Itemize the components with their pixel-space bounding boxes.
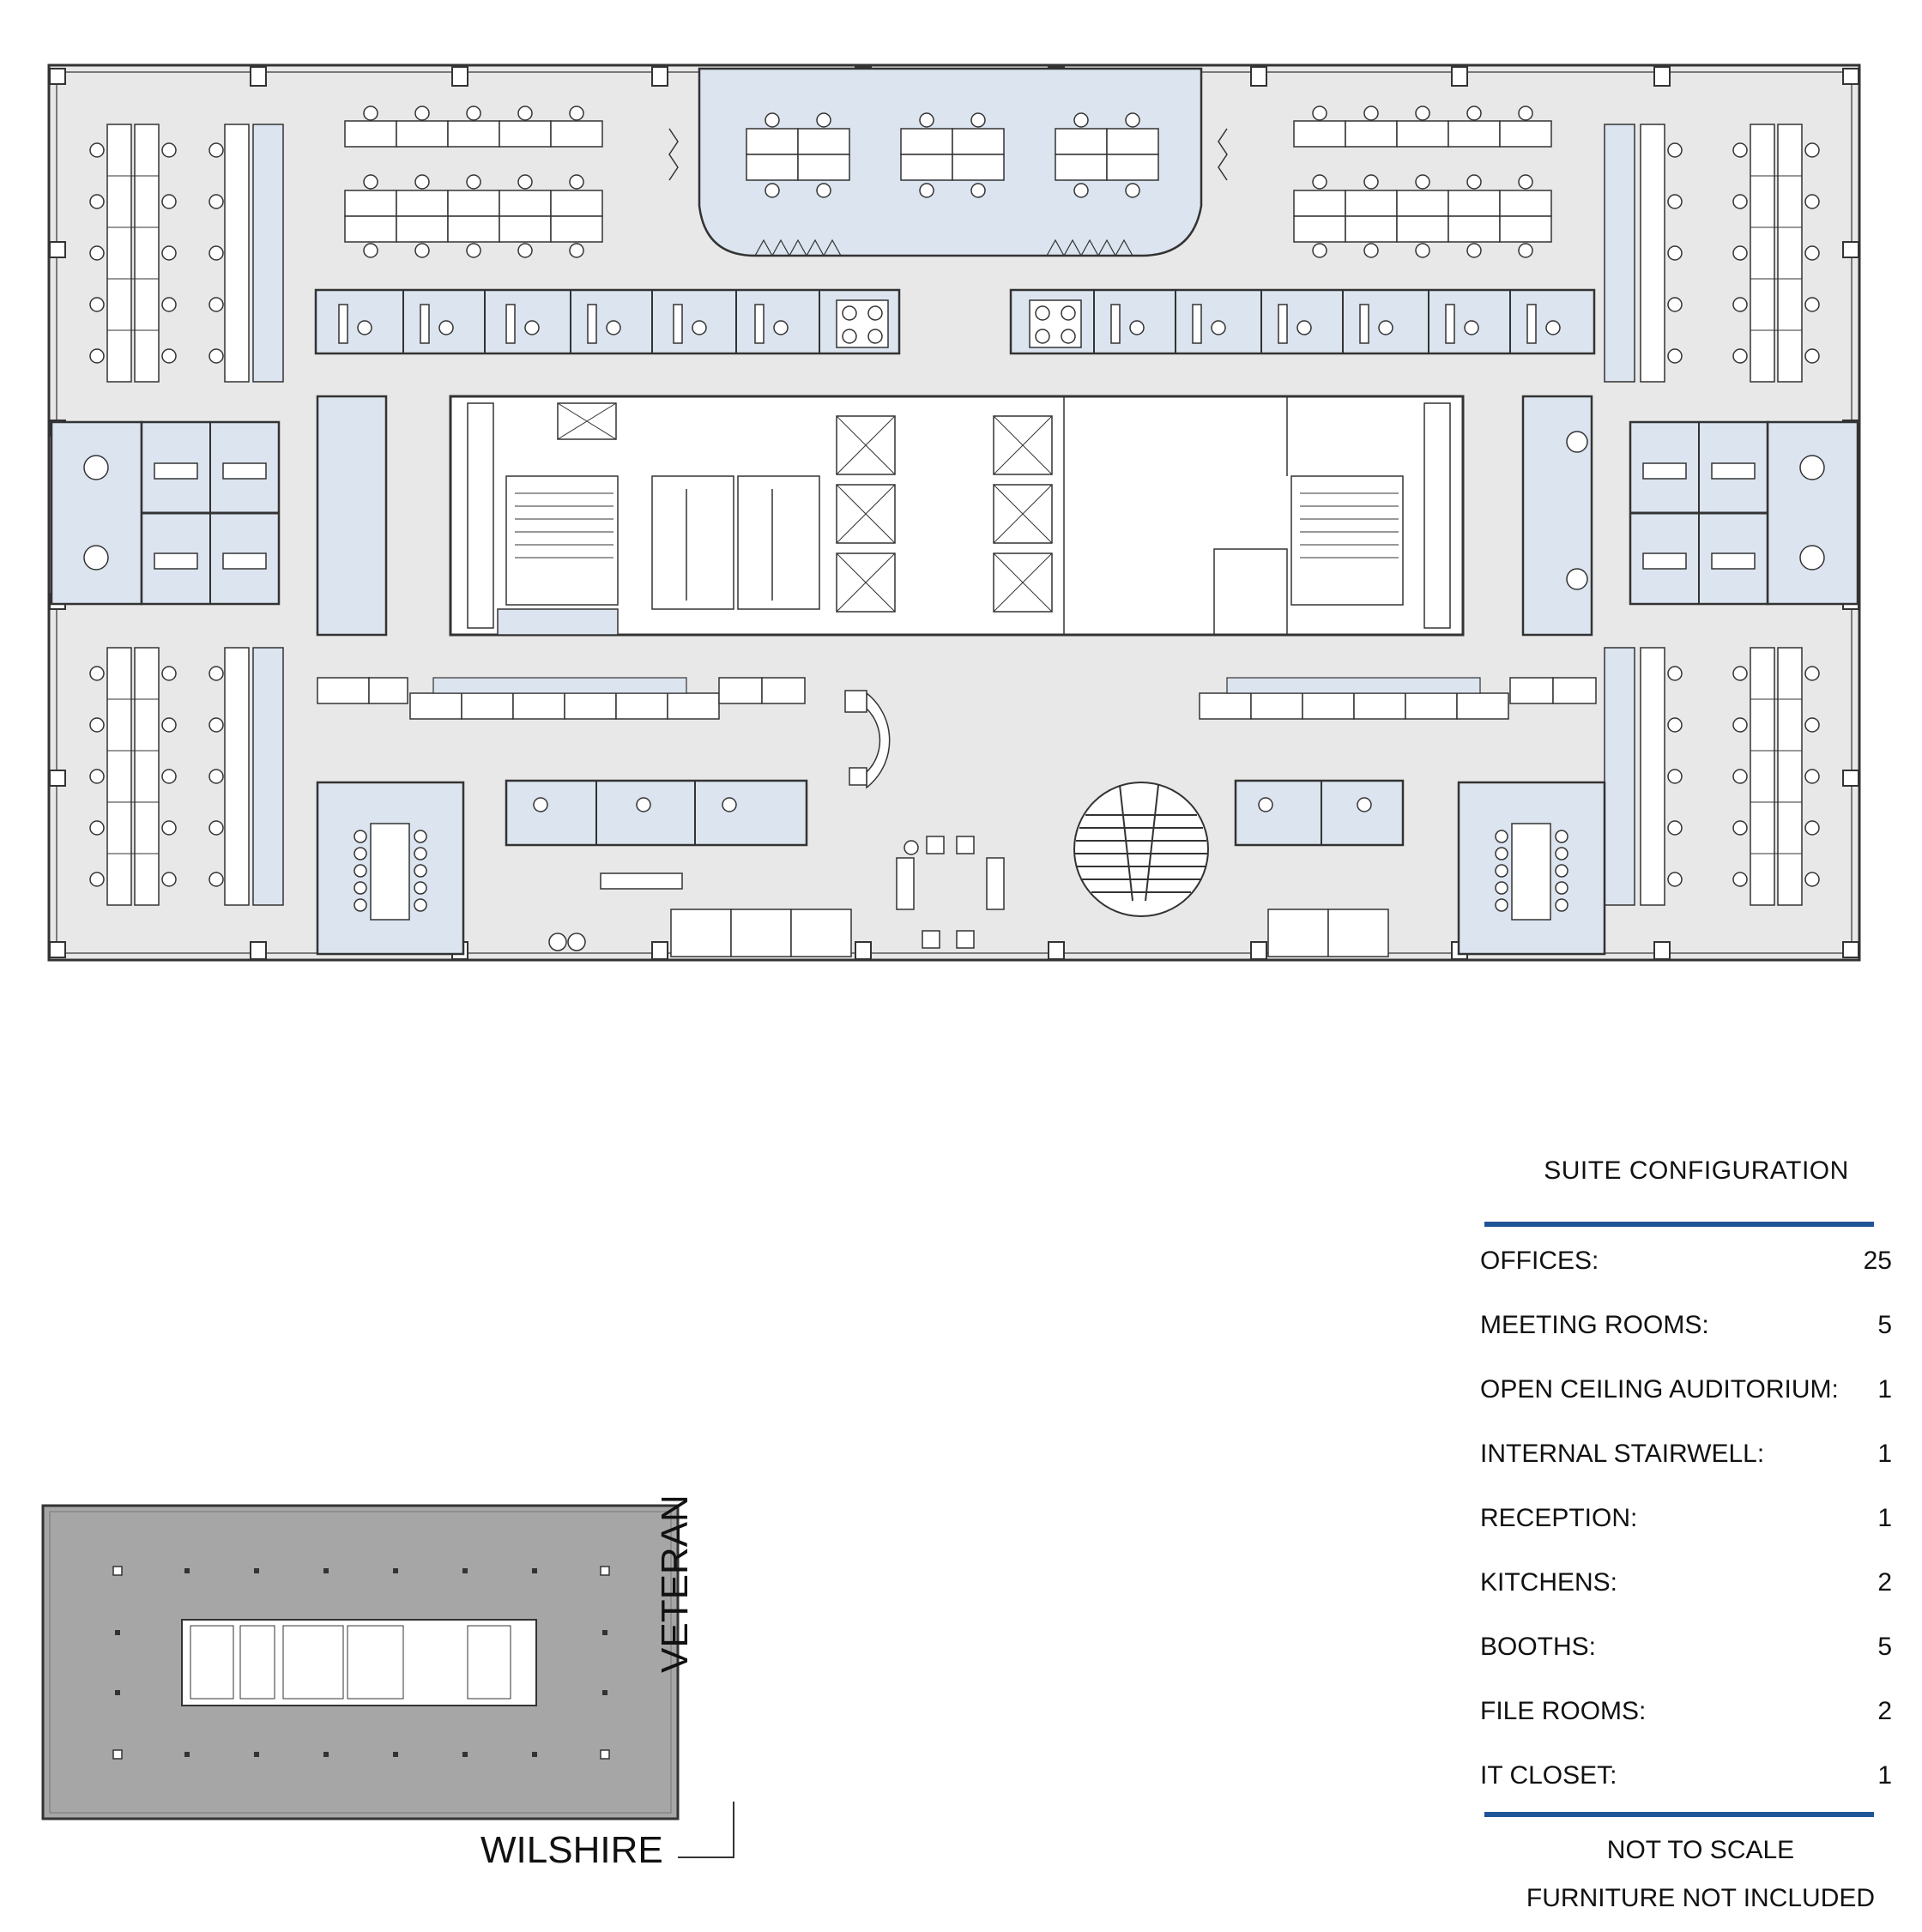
street-leader-line	[678, 1802, 734, 1858]
upper-offices-right	[1009, 288, 1596, 355]
row-value: 1	[1877, 1375, 1892, 1404]
row-label: RECEPTION:	[1480, 1504, 1638, 1532]
rule-top	[1484, 1222, 1874, 1227]
perimeter-desks	[106, 124, 1803, 906]
row-auditorium: OPEN CEILING AUDITORIUM: 1	[1480, 1375, 1892, 1404]
row-value: 5	[1877, 1311, 1892, 1339]
row-value: 1	[1877, 1440, 1892, 1468]
street-label-wilshire: WILSHIRE	[480, 1829, 663, 1871]
street-label-veteran: VETERAN	[654, 1494, 696, 1673]
mid-right-rooms	[1521, 395, 1859, 637]
row-label: INTERNAL STAIRWELL:	[1480, 1440, 1765, 1468]
key-plan	[41, 1504, 680, 1820]
lower-conference-rooms	[316, 781, 1606, 956]
top-workstations	[344, 120, 1552, 243]
row-label: MEETING ROOMS:	[1480, 1311, 1709, 1339]
row-stairwell: INTERNAL STAIRWELL: 1	[1480, 1440, 1892, 1469]
row-label: OFFICES:	[1480, 1247, 1599, 1275]
row-booths: BOOTHS: 5	[1480, 1633, 1892, 1662]
row-label: FILE ROOMS:	[1480, 1697, 1647, 1725]
perimeter-desk-chairs	[89, 142, 1820, 887]
row-label: OPEN CEILING AUDITORIUM:	[1480, 1375, 1839, 1404]
perimeter-desk-dividers	[107, 175, 1802, 854]
row-offices: OFFICES: 25	[1480, 1247, 1892, 1276]
note-furniture: FURNITURE NOT INCLUDED	[1526, 1884, 1876, 1912]
top-conference-room	[668, 67, 1228, 257]
rule-bottom	[1484, 1812, 1874, 1817]
row-value: 1	[1877, 1504, 1892, 1532]
suite-config-rules	[1484, 1222, 1874, 1817]
suite-configuration-title: SUITE CONFIGURATION	[1544, 1156, 1849, 1185]
reception-lounge	[548, 690, 1005, 951]
row-it-closet: IT CLOSET: 1	[1480, 1761, 1892, 1790]
top-workstation-chairs	[363, 106, 1533, 258]
row-value: 1	[1877, 1761, 1892, 1790]
row-value: 2	[1877, 1568, 1892, 1597]
row-reception: RECEPTION: 1	[1480, 1504, 1892, 1533]
row-file-rooms: FILE ROOMS: 2	[1480, 1697, 1892, 1726]
lower-workstations	[317, 677, 1597, 720]
booths	[670, 909, 1389, 957]
mid-left-rooms	[50, 395, 388, 637]
row-label: KITCHENS:	[1480, 1568, 1618, 1597]
row-value: 5	[1877, 1633, 1892, 1661]
row-value: 25	[1863, 1247, 1892, 1275]
row-label: BOOTHS:	[1480, 1633, 1597, 1661]
row-label: IT CLOSET:	[1480, 1761, 1617, 1790]
row-meeting-rooms: MEETING ROOMS: 5	[1480, 1311, 1892, 1340]
lower-offices	[505, 779, 1405, 847]
internal-stairwell	[1073, 782, 1209, 917]
upper-offices-left	[314, 288, 901, 355]
lower-planters	[432, 677, 1481, 694]
note-not-to-scale: NOT TO SCALE	[1606, 1836, 1795, 1864]
row-kitchens: KITCHENS: 2	[1480, 1568, 1892, 1597]
building-core	[449, 395, 1465, 637]
row-value: 2	[1877, 1697, 1892, 1725]
